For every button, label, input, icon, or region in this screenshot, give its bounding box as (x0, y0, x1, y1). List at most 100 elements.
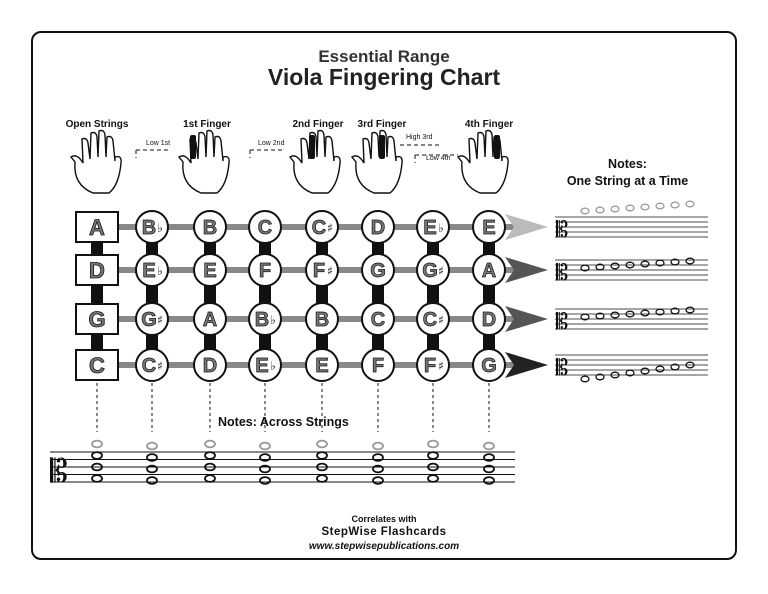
staff-note (610, 205, 620, 213)
fret-bar (204, 227, 216, 365)
title-line1: Essential Range (318, 47, 450, 66)
staff-note (625, 261, 635, 269)
label-2nd-finger: 2nd Finger (292, 119, 344, 130)
title-line2: Viola Fingering Chart (267, 64, 501, 90)
staff-note (316, 439, 328, 449)
note-circle (305, 348, 339, 382)
staff-note (595, 312, 605, 320)
note-circle (305, 302, 339, 336)
open-string-note: C (89, 353, 105, 378)
note-circle (193, 302, 227, 336)
staff-note (316, 451, 328, 460)
staff-note (483, 453, 495, 462)
note-circle (248, 302, 282, 336)
alto-clef-icon: 𝄡 (556, 356, 568, 381)
note-label: E (315, 355, 328, 377)
note-label: F (424, 355, 436, 377)
staff-note (640, 260, 650, 268)
note-circle (248, 210, 282, 244)
open-string-note: G (88, 307, 105, 332)
staff-note (655, 365, 665, 373)
staff-note (427, 474, 439, 483)
note-circle (361, 210, 395, 244)
note-label: D (203, 355, 217, 377)
staff-note (595, 373, 605, 381)
alto-clef-icon: 𝄡 (50, 452, 68, 490)
staff-note (204, 474, 216, 483)
staff-note (316, 462, 328, 472)
fret-bar (91, 227, 103, 365)
note-circle (472, 253, 506, 287)
staff-note (655, 308, 665, 316)
note-label: G (141, 309, 157, 331)
staff-note (91, 474, 103, 483)
fret-bar (483, 227, 495, 365)
note-label: F (313, 260, 325, 282)
note-circle (135, 210, 169, 244)
note-label: G (422, 260, 438, 282)
staff-note (372, 453, 384, 462)
note-circle (193, 348, 227, 382)
accidental-label: ♯ (327, 221, 333, 235)
staff-note (610, 371, 620, 379)
staff-note (670, 201, 680, 209)
string-arrow (505, 257, 548, 283)
accidental-label: ♯ (327, 264, 333, 278)
staff-note (204, 451, 216, 460)
hand-icon (456, 129, 509, 194)
fret-bar (316, 227, 328, 365)
note-label: D (482, 309, 496, 331)
note-label: C (312, 217, 326, 239)
note-circle (248, 348, 282, 382)
staff-note (259, 464, 271, 474)
staff-note (685, 200, 695, 208)
alto-clef-icon: 𝄡 (556, 310, 568, 335)
staff-note (640, 203, 650, 211)
staff-note (146, 453, 158, 462)
fret-bar (259, 227, 271, 365)
footer-url: www.stepwisepublications.com (308, 541, 460, 552)
staff-note (316, 474, 328, 483)
note-label: B (255, 309, 269, 331)
annot-low-2nd: Low 2nd (258, 140, 285, 147)
note-circle (361, 253, 395, 287)
accidental-label: ♯ (438, 313, 444, 327)
staff-note (204, 439, 216, 449)
hand-icon (288, 129, 341, 194)
staff-note (625, 310, 635, 318)
staff-note (372, 476, 384, 485)
chart-frame (31, 31, 737, 560)
note-label: C (258, 217, 272, 239)
staff-note (483, 476, 495, 485)
accidental-label: ♭ (438, 221, 444, 235)
note-circle (472, 210, 506, 244)
note-circle (361, 302, 395, 336)
note-label: E (255, 355, 268, 377)
note-circle (305, 253, 339, 287)
note-circle (193, 210, 227, 244)
fret-bar (372, 227, 384, 365)
staff-note (685, 306, 695, 314)
staff-note (146, 476, 158, 485)
staff-note (427, 462, 439, 472)
staff-note (259, 476, 271, 485)
notes-across-heading: Notes: Across Strings (218, 415, 349, 429)
finger-mark (309, 135, 315, 159)
staff-note (685, 257, 695, 265)
note-label: E (482, 217, 495, 239)
staff-note (610, 311, 620, 319)
open-string-box (75, 211, 119, 243)
notes-one-string-heading: Notes: One String at a Time (566, 157, 689, 188)
hand-icon (177, 129, 230, 194)
note-label: E (423, 217, 436, 239)
fret-bar (146, 227, 158, 365)
staff-note (640, 367, 650, 375)
staff-note (655, 259, 665, 267)
label-4th-finger: 4th Finger (464, 119, 514, 130)
staff-note (483, 441, 495, 451)
staff-note (259, 453, 271, 462)
alto-clef-icon: 𝄡 (556, 218, 568, 243)
note-label: B (142, 217, 156, 239)
staff-note (580, 313, 590, 321)
